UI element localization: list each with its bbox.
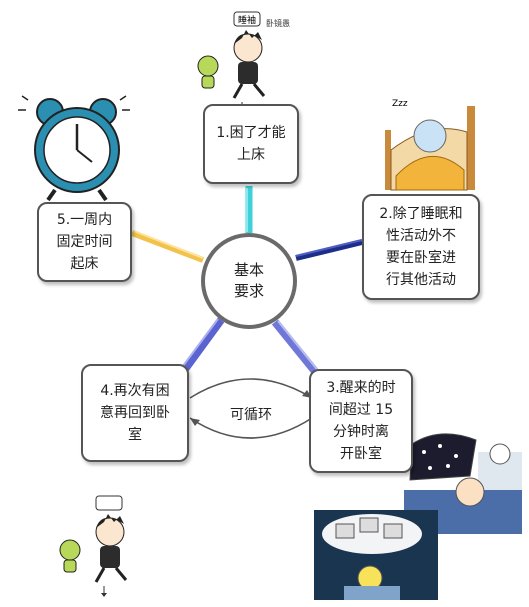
loop-arrow-top bbox=[189, 378, 313, 399]
sleeping-in-bed-illustration: Zzz bbox=[385, 99, 475, 191]
connector-center-to-n5 bbox=[130, 230, 205, 263]
loop-arrow-bottom bbox=[189, 417, 313, 439]
node-5-fixed-wake-time: 5.一周内 固定时间 起床 bbox=[37, 202, 132, 282]
loop-label: 可循环 bbox=[230, 407, 272, 423]
character-bottom-illustration bbox=[59, 495, 128, 597]
alarm-clock-illustration bbox=[18, 95, 130, 202]
connector-center-to-n2 bbox=[295, 239, 363, 261]
svg-text:睡袖: 睡袖 bbox=[238, 14, 256, 26]
node-3-leave-bedroom-after-15min: 3.醒来的时 间超过 15 分钟时离 开卧室 bbox=[309, 369, 413, 473]
node-2-bedroom-only-sleep: 2.除了睡眠和 性活动外不 要在卧室进 行其他活动 bbox=[362, 194, 480, 300]
dreaming-clocks-illustration bbox=[314, 510, 438, 600]
loop-arrows bbox=[189, 378, 313, 439]
node-4-return-when-sleepy: 4.再次有困 意再回到卧 室 bbox=[81, 364, 189, 462]
center-node-basic-requirements: 基本 要求 bbox=[201, 233, 297, 329]
node-1-sleepy-before-bed: 1.困了才能 上床 bbox=[203, 104, 299, 184]
svg-text:卧镜愚: 卧镜愚 bbox=[266, 18, 290, 28]
svg-text:Zzz: Zzz bbox=[392, 99, 408, 109]
character-top-illustration: 睡袖 卧镜愚 bbox=[197, 11, 290, 111]
loop-arrowhead-bottom bbox=[190, 418, 200, 426]
connector-center-to-n1 bbox=[245, 186, 253, 233]
awake-at-night-illustration bbox=[404, 433, 522, 534]
